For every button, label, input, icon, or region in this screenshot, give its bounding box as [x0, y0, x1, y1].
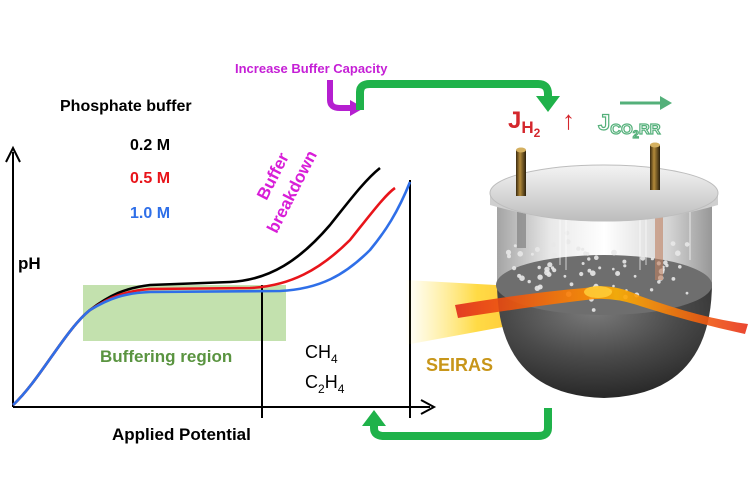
bubble: [640, 255, 646, 261]
bubble: [537, 284, 543, 290]
jh2-label: JH2 ↑: [508, 105, 575, 140]
product-c2h4: C2H4: [305, 372, 345, 396]
bubble: [564, 230, 570, 236]
jh2-up-arrow-icon: ↑: [562, 105, 575, 135]
bubble: [670, 241, 676, 247]
bubble: [527, 279, 531, 284]
bubble: [544, 266, 550, 272]
increase-buffer-label: Increase Buffer Capacity: [235, 61, 388, 76]
ph-chart: Phosphate buffer 0.2 M 0.5 M 1.0 M pH Ap…: [5, 98, 437, 444]
bubble: [565, 239, 571, 245]
bubble: [581, 262, 585, 265]
bubble: [550, 266, 555, 270]
bubble: [547, 262, 553, 268]
bubble: [511, 266, 517, 271]
bubble: [537, 274, 543, 280]
top-flow-shaft: [356, 80, 552, 110]
bubble: [576, 246, 581, 251]
electrochemical-cell: [489, 142, 719, 398]
bubble: [598, 266, 602, 270]
inner-electrode-right: [655, 215, 663, 280]
bubble: [587, 257, 591, 261]
legend-item-0-2m: 0.2 M: [130, 137, 170, 154]
bubble: [633, 274, 637, 278]
bubble: [671, 277, 676, 281]
x-axis-label: Applied Potential: [112, 425, 251, 444]
right-pin: [650, 145, 660, 190]
legend-item-0-5m: 0.5 M: [130, 170, 170, 187]
bubble: [649, 288, 654, 292]
inner-electrode-left: [517, 210, 526, 248]
bubble: [678, 265, 682, 269]
jco2rr-label: JCO2RR: [597, 96, 672, 142]
bubble: [505, 249, 512, 255]
increase-arrow-shaft: [327, 80, 352, 111]
top-flow-arrow: [356, 80, 560, 112]
cell-lid-top: [489, 164, 719, 222]
jco2rr-arrow-head-icon: [660, 96, 672, 110]
bubble: [537, 265, 541, 270]
bubble: [587, 268, 592, 273]
bubble: [513, 244, 517, 248]
bubble: [581, 247, 585, 251]
bubble: [665, 263, 669, 268]
bottom-flow-arrow: [362, 408, 552, 440]
left-pin: [516, 150, 526, 196]
bubble: [612, 284, 615, 288]
x-axis-arrowhead: [420, 399, 437, 415]
legend-title: Phosphate buffer: [60, 98, 192, 115]
bubble: [594, 255, 599, 260]
bottom-flow-head: [362, 410, 386, 426]
bubble: [507, 254, 511, 259]
bubble: [551, 252, 557, 258]
right-pin-cap: [650, 142, 660, 148]
bubble: [685, 291, 689, 295]
bubble: [675, 250, 681, 256]
bubble: [623, 264, 627, 268]
bubble: [622, 259, 627, 264]
bubble: [684, 242, 690, 247]
bubble: [530, 252, 534, 256]
bubble: [585, 252, 590, 256]
ph-curve-10M: [12, 181, 412, 406]
bubble: [591, 308, 596, 312]
top-flow-head: [536, 96, 560, 112]
bubble: [563, 274, 567, 278]
jco2rr-text: JCO2RR: [598, 110, 661, 141]
product-ch4: CH4: [305, 342, 338, 366]
y-axis-label: pH: [18, 254, 41, 273]
jh2-text: JH2: [508, 107, 541, 140]
bubble: [517, 251, 523, 257]
bubble: [534, 247, 540, 252]
bubble: [657, 280, 661, 284]
bottom-flow-shaft: [370, 408, 552, 440]
beam-spot: [584, 286, 612, 298]
bubble: [590, 270, 596, 277]
bubble: [650, 257, 655, 261]
legend-item-1-0m: 1.0 M: [130, 205, 170, 222]
ph-curves: [12, 166, 412, 406]
bubble: [551, 242, 556, 247]
bubble: [519, 275, 525, 282]
bubble: [615, 271, 621, 276]
bubble: [579, 271, 584, 277]
buffering-region-box: [83, 285, 286, 341]
bubble: [612, 267, 615, 271]
bubble: [569, 282, 574, 287]
buffering-region-label: Buffering region: [100, 347, 232, 366]
bubble: [611, 249, 617, 256]
seiras-label: SEIRAS: [426, 355, 493, 375]
reflected-beam-ribbon: [455, 286, 748, 334]
y-axis-arrowhead: [5, 145, 21, 163]
left-pin-cap: [516, 147, 526, 153]
buffer-breakdown-annotation: Buffer breakdown: [253, 147, 321, 236]
